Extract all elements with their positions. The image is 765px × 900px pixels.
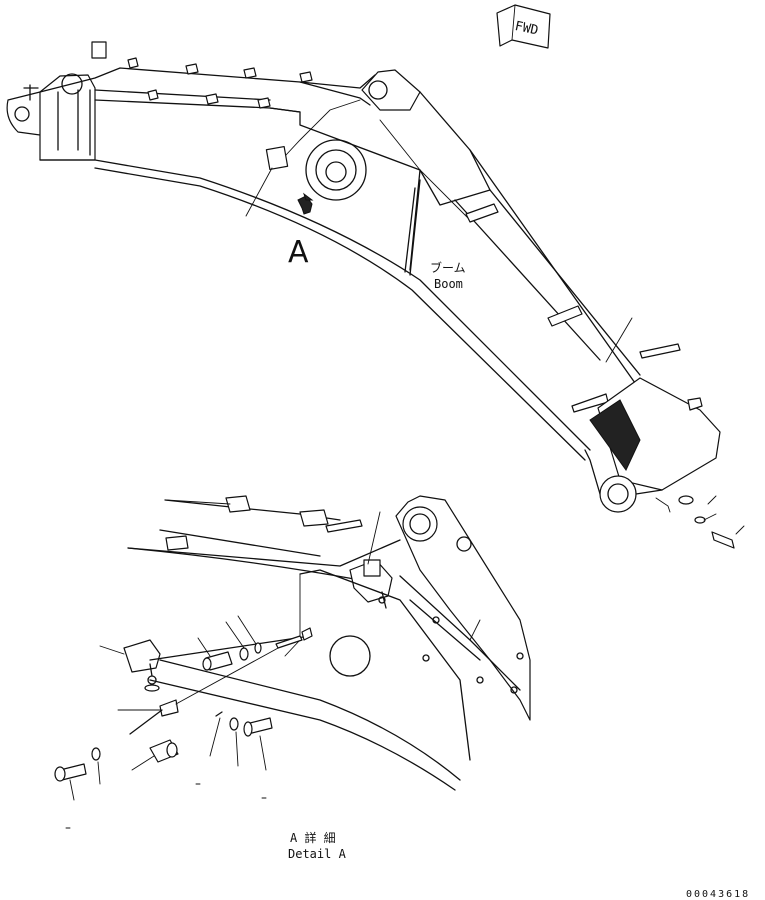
view-a-arrow-icon xyxy=(297,192,314,215)
detail-label-en: Detail A xyxy=(288,847,347,861)
boom-label-jp: ブーム xyxy=(430,260,466,275)
view-a-marker: A xyxy=(288,235,309,270)
boom-main-view: A ブーム Boom xyxy=(6,41,745,549)
hose-clip-row xyxy=(127,57,313,109)
detail-label-jp: A 詳 細 xyxy=(290,830,336,845)
fwd-label: FWD xyxy=(513,19,539,39)
fwd-arrow-icon: FWD xyxy=(496,4,551,49)
drawing-number: 00043618 xyxy=(686,889,750,900)
boom-label-en: Boom xyxy=(434,277,463,291)
detail-a-view: A 詳 細 Detail A xyxy=(54,495,531,861)
